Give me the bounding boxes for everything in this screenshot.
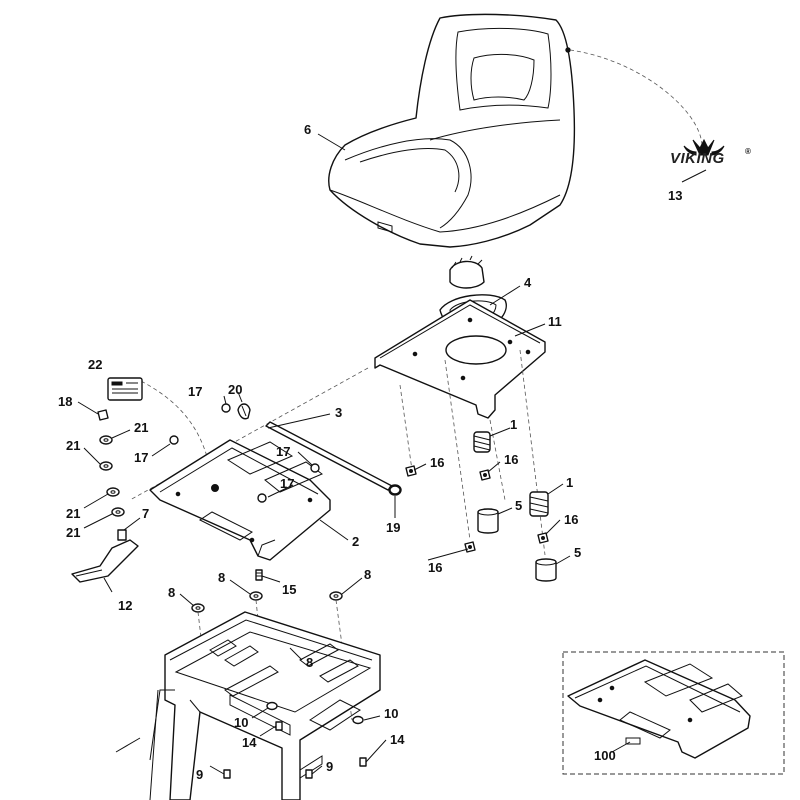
seat [328,13,576,248]
bushing-19 [389,485,401,495]
callout-21b: 21 [66,438,80,453]
align-line [489,419,506,501]
washer-21 [111,507,125,517]
align-line [519,349,546,556]
nut-17 [257,493,267,503]
seat-knob [449,255,485,289]
callout-8d: 8 [306,655,313,670]
callout-14b: 14 [390,732,405,747]
callout-5a: 5 [515,498,522,513]
callout-16c: 16 [564,512,578,527]
bolt-15 [255,569,263,581]
callout-8a: 8 [168,585,175,600]
callout-16b: 16 [504,452,518,467]
callout-2: 2 [352,534,359,549]
callout-100: 100 [594,748,616,763]
leader-lines [77,133,707,775]
callout-17-right: 17 [276,444,290,459]
nut [479,469,491,481]
align-line [444,359,471,541]
bolt-14 [359,757,367,767]
nut [405,465,417,477]
spring-clip [237,403,251,420]
mower-frame [149,611,381,800]
bolt-14 [275,721,283,731]
align-line [134,377,213,481]
callout-3: 3 [335,405,342,420]
nut [464,541,476,553]
bolt-9 [305,769,313,779]
callout-13: 13 [668,188,682,203]
callout-1b: 1 [566,475,573,490]
callout-20: 20 [228,382,242,397]
callout-7: 7 [142,506,149,521]
callout-17-left: 17 [134,450,148,465]
callout-9b: 9 [326,759,333,774]
callout-numbers: 6 13 4 11 3 1 1 16 16 16 16 5 5 19 2 17 … [58,122,682,782]
callout-8c: 8 [364,567,371,582]
washer-21 [106,487,120,497]
callout-10b: 10 [384,706,398,721]
nut-17 [310,463,320,473]
callout-21c: 21 [66,506,80,521]
callout-18: 18 [58,394,72,409]
complete-seat-rail-assembly [567,659,751,759]
callout-15: 15 [282,582,296,597]
nut [537,532,549,544]
callout-21d: 21 [66,525,80,540]
washer-10 [266,701,278,711]
callout-1a: 1 [510,417,517,432]
callout-8b: 8 [218,570,225,585]
inset-box [562,651,785,775]
washer-21 [99,435,113,445]
washer-8 [249,591,263,601]
callout-9a: 9 [196,767,203,782]
callout-22: 22 [88,357,102,372]
adjustment-lever [71,539,139,583]
logo-leader [569,49,703,146]
callout-5b: 5 [574,545,581,560]
callout-6: 6 [304,122,311,137]
washer-10 [352,715,364,725]
nut-17 [221,403,231,413]
washer-8 [329,591,343,601]
instruction-label [107,377,143,401]
align-line [399,384,413,471]
rubber-buffer-lower [535,558,557,582]
spring-lower [529,491,549,517]
bolt-9 [223,769,231,779]
nut-17 [169,435,179,445]
callout-16a: 16 [430,455,444,470]
callout-11: 11 [548,314,562,329]
bushing-7 [117,529,127,541]
registered-mark: ® [745,147,751,156]
washer-21 [99,461,113,471]
spring-upper [473,431,491,453]
callout-4: 4 [524,275,532,290]
callout-21a: 21 [134,420,148,435]
callout-12: 12 [118,598,132,613]
logo-text: VIKING [670,150,725,167]
callout-17-lower: 17 [280,476,294,491]
seat-slide-rail [149,439,331,561]
rubber-buffer-upper [477,508,499,534]
seat-plate [374,299,546,419]
callout-19: 19 [386,520,400,535]
nut-18 [97,409,109,421]
viking-logo: VIKING ® [670,138,751,167]
callout-16d: 16 [428,560,442,575]
callout-17-top: 17 [188,384,202,399]
callout-10a: 10 [234,715,248,730]
callout-14a: 14 [242,735,257,750]
